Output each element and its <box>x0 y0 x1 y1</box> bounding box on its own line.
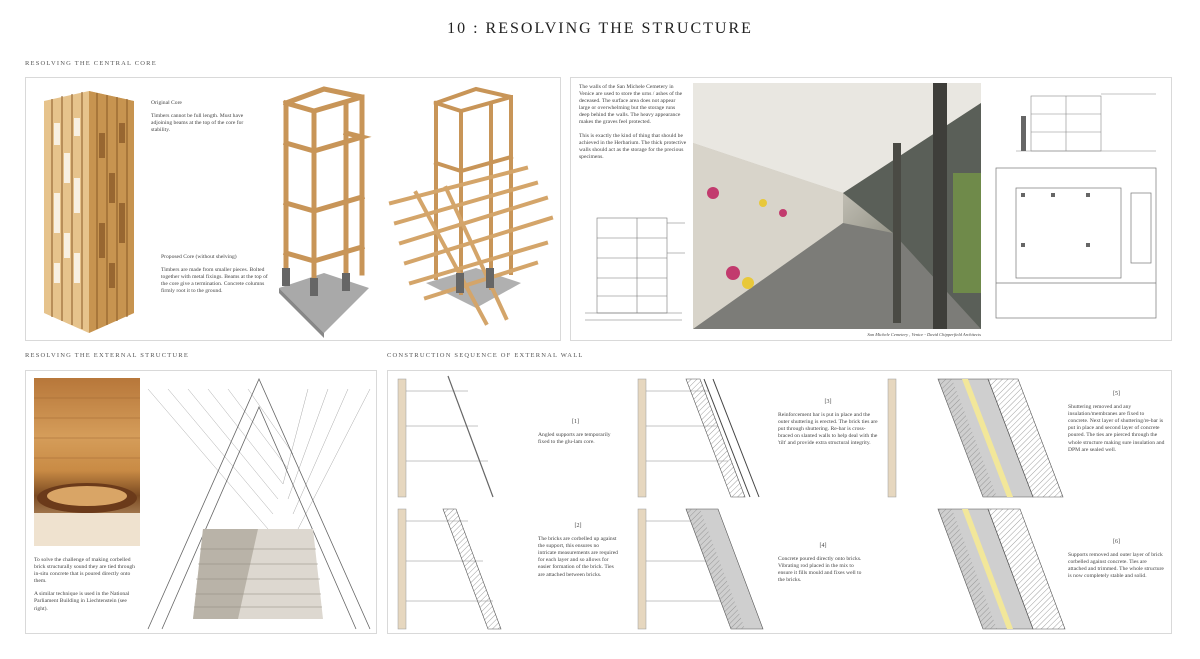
page-title: 10 : RESOLVING THE STRUCTURE <box>447 20 753 37</box>
parliament-interior-art <box>34 397 140 546</box>
step-5-text: Shuttering removed and any insulation/me… <box>1068 404 1165 453</box>
step-5-text-block: [5] Shuttering removed and any insulatio… <box>1068 391 1165 460</box>
step-4-drawing <box>637 508 764 630</box>
step-3-number: [3] <box>824 399 832 405</box>
step-3-text: Reinforcement bar is put in place and th… <box>778 412 878 447</box>
section-label-central-core: RESOLVING THE CENTRAL CORE <box>25 60 157 67</box>
original-core-text: Timbers cannot be full length. Must have… <box>151 113 244 134</box>
cemetery-elevation-sketch <box>1016 93 1156 152</box>
roof-perspective-drawing <box>147 378 371 630</box>
step-1-text-block: [1] Angled supports are temporarily fixe… <box>538 419 613 452</box>
external-text-1: To solve the challenge of making corbell… <box>34 557 135 585</box>
step-6-text-block: [6] Supports removed and outer layer of … <box>1068 539 1165 586</box>
cemetery-photo <box>693 83 981 329</box>
central-core-panel: Original Core Timbers cannot be full len… <box>25 77 561 341</box>
original-core-model <box>44 91 134 333</box>
cemetery-panel: The walls of the San Michele Cemetery in… <box>570 77 1172 341</box>
step-5-number: [5] <box>1113 391 1120 397</box>
step-1-number: [1] <box>572 419 579 425</box>
step-1-text: Angled supports are temporarily fixed to… <box>538 432 611 446</box>
step-4-number: [4] <box>819 543 827 549</box>
step-1-drawing <box>397 375 494 498</box>
cemetery-section-drawing <box>585 217 685 321</box>
proposed-core-with-shelves <box>388 86 554 326</box>
cemetery-text-2: This is exactly the kind of thing that s… <box>579 132 687 160</box>
step-3-text-block: [3] Reinforcement bar is put in place an… <box>778 399 878 454</box>
step-6-number: [6] <box>1113 539 1120 545</box>
construction-sequence-panel: [1] Angled supports are temporarily fixe… <box>387 370 1172 634</box>
step-6-drawing <box>937 508 1066 630</box>
step-2-text: The bricks are corbelled up against the … <box>538 536 618 578</box>
external-structure-panel: To solve the challenge of making corbell… <box>25 370 377 634</box>
parliament-interior-photo <box>34 378 140 546</box>
step-2-number: [2] <box>574 523 582 529</box>
proposed-core-heading: Proposed Core (without shelving) <box>161 254 237 260</box>
section-label-construction-sequence: CONSTRUCTION SEQUENCE OF EXTERNAL WALL <box>387 352 584 359</box>
sequence-drawings <box>397 375 1066 630</box>
proposed-core-frame <box>279 86 372 338</box>
step-3-drawing <box>637 378 760 498</box>
step-2-drawing <box>397 508 502 630</box>
step-2-text-block: [2] The bricks are corbelled up against … <box>538 523 618 585</box>
cemetery-caption: San Michele Cemetery , Venice - David Ch… <box>867 332 981 337</box>
cemetery-plan-sketch <box>995 167 1157 319</box>
proposed-core-text: Timbers are made from smaller pieces. Bo… <box>161 267 268 295</box>
step-6-text: Supports removed and outer layer of bric… <box>1068 552 1164 580</box>
cemetery-text-1: The walls of the San Michele Cemetery in… <box>579 84 683 126</box>
original-core-heading: Original Core <box>151 100 182 106</box>
step-4-text: Concrete poured directly onto bricks. Vi… <box>778 556 862 584</box>
external-text-2: A similar technique is used in the Natio… <box>34 591 130 612</box>
section-label-external-structure: RESOLVING THE EXTERNAL STRUCTURE <box>25 352 190 359</box>
cemetery-photo-art <box>693 83 981 329</box>
step-4-text-block: [4] Concrete poured directly onto bricks… <box>778 543 868 590</box>
step-5-drawing <box>887 378 1064 498</box>
